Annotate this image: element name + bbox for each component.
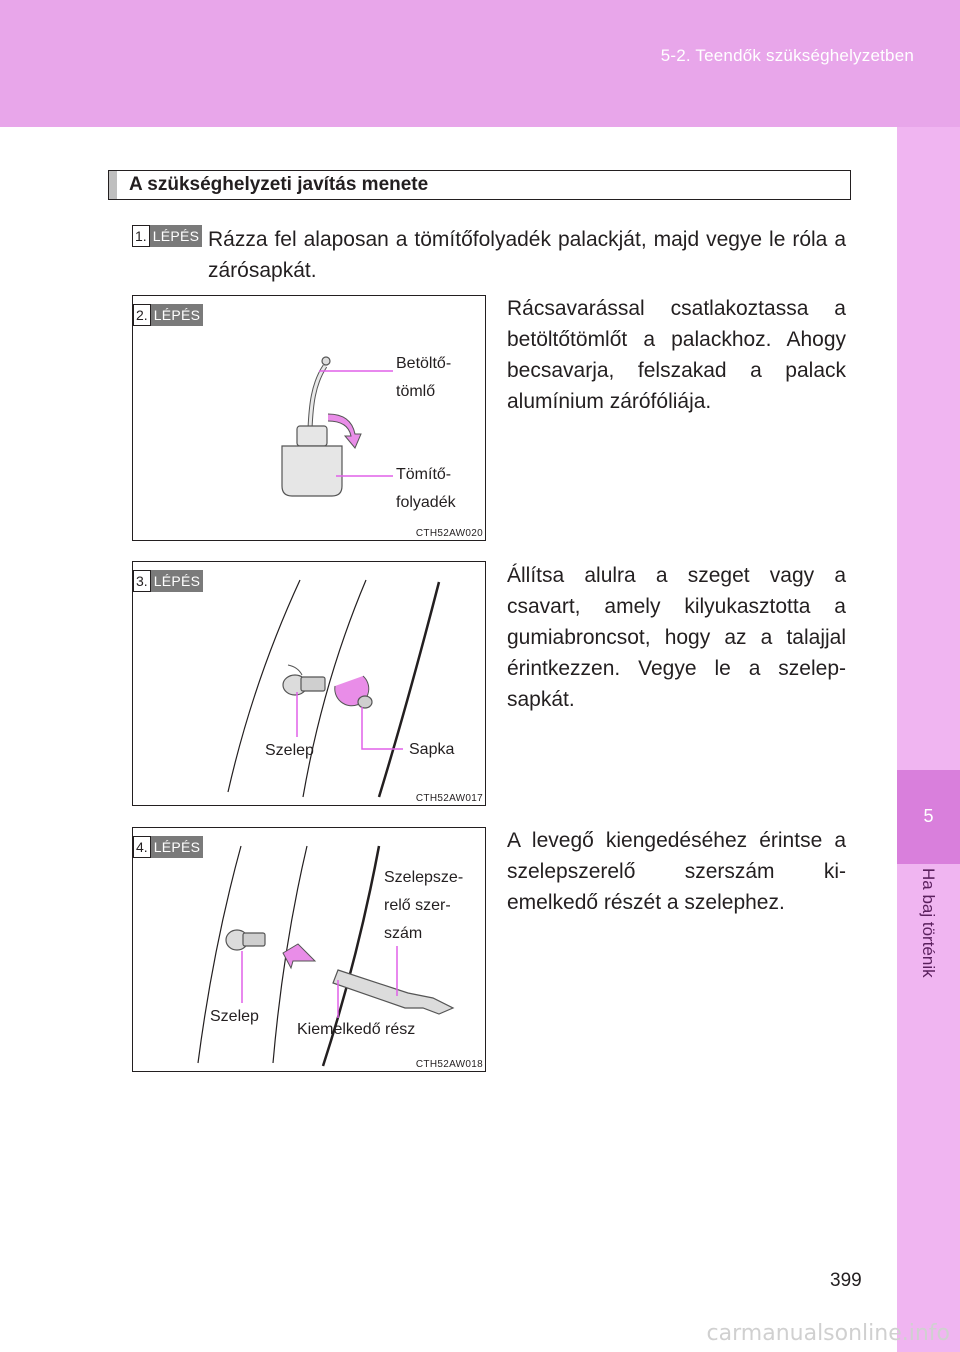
section-title: A szükséghelyzeti javítás menete xyxy=(129,174,429,195)
figure-step-3: 3. LÉPÉS Szelep Sapka CTH52AW017 xyxy=(132,561,486,806)
step-3-text: Állítsa alulra a szeget vagy a csavart, … xyxy=(507,564,846,711)
chapter-title: 5-2. Teendők szükséghelyzetben xyxy=(660,46,914,65)
tire-valve-illustration xyxy=(227,579,441,798)
bottle-illustration xyxy=(281,356,393,497)
step-badge-2: 2. LÉPÉS xyxy=(133,304,204,326)
valve-tool-illustration xyxy=(197,845,455,1067)
label-line: Tömítő- xyxy=(396,466,452,483)
step-4-text: A levegő kiengedéséhez érintse a szeleps… xyxy=(507,829,846,914)
label-hose: Betöltő- tömlő xyxy=(396,350,451,406)
watermark: carmanualsonline.info xyxy=(706,1321,950,1346)
step-number: 3. xyxy=(133,570,151,592)
page-number: 399 xyxy=(830,1270,862,1291)
step-word: LÉPÉS xyxy=(150,570,204,592)
label-cap: Sapka xyxy=(409,741,455,758)
figure-step-2: 2. LÉPÉS Betöltő- tömlő Tömítő- folyadék… xyxy=(132,295,486,541)
step-badge-4: 4. LÉPÉS xyxy=(133,836,204,858)
step-number: 1. xyxy=(132,225,150,247)
section-heading: A szükséghelyzeti javítás menete xyxy=(108,170,851,200)
figure-code: CTH52AW018 xyxy=(415,1059,483,1070)
label-line: tömlő xyxy=(396,383,436,400)
label-line: relő szer- xyxy=(384,897,451,914)
step-word: LÉPÉS xyxy=(150,304,204,326)
label-line: folyadék xyxy=(396,494,456,511)
figure-code: CTH52AW017 xyxy=(415,793,483,804)
label-tool: Szelepsze- relő szer- szám xyxy=(384,864,463,948)
step-number: 4. xyxy=(133,836,151,858)
step-word: LÉPÉS xyxy=(149,225,203,247)
side-chapter-text: Ha baj történik xyxy=(919,868,938,978)
step-badge-3: 3. LÉPÉS xyxy=(133,570,204,592)
page-header: 5-2. Teendők szükséghelyzetben xyxy=(0,0,960,127)
label-valve: Szelep xyxy=(210,1008,259,1025)
side-chapter-number: 5 xyxy=(923,806,934,826)
side-chapter-block: 5 xyxy=(897,770,960,864)
step-1-text: Rázza fel alaposan a tömítőfolyadék pala… xyxy=(208,228,846,282)
side-tab xyxy=(897,127,960,1352)
step-badge-1: 1. LÉPÉS xyxy=(132,225,203,247)
label-line: Betöltő- xyxy=(396,355,452,372)
label-fluid: Tömítő- folyadék xyxy=(396,461,456,517)
step-word: LÉPÉS xyxy=(150,836,204,858)
label-lift: Kiemelkedő rész xyxy=(297,1021,416,1038)
heading-bar xyxy=(109,171,117,199)
side-chapter-label: Ha baj történik xyxy=(897,864,960,1044)
label-line: Szelepsze- xyxy=(384,869,464,886)
label-line: szám xyxy=(384,925,423,942)
figure-code: CTH52AW020 xyxy=(415,528,483,539)
label-valve: Szelep xyxy=(265,742,314,759)
figure-step-4: 4. LÉPÉS Szelepsze- relő szer- szám Szel… xyxy=(132,827,486,1072)
step-number: 2. xyxy=(133,304,151,326)
step-2-text: Rácsavarással csatlakoztassa a betöltőtö… xyxy=(507,297,846,413)
